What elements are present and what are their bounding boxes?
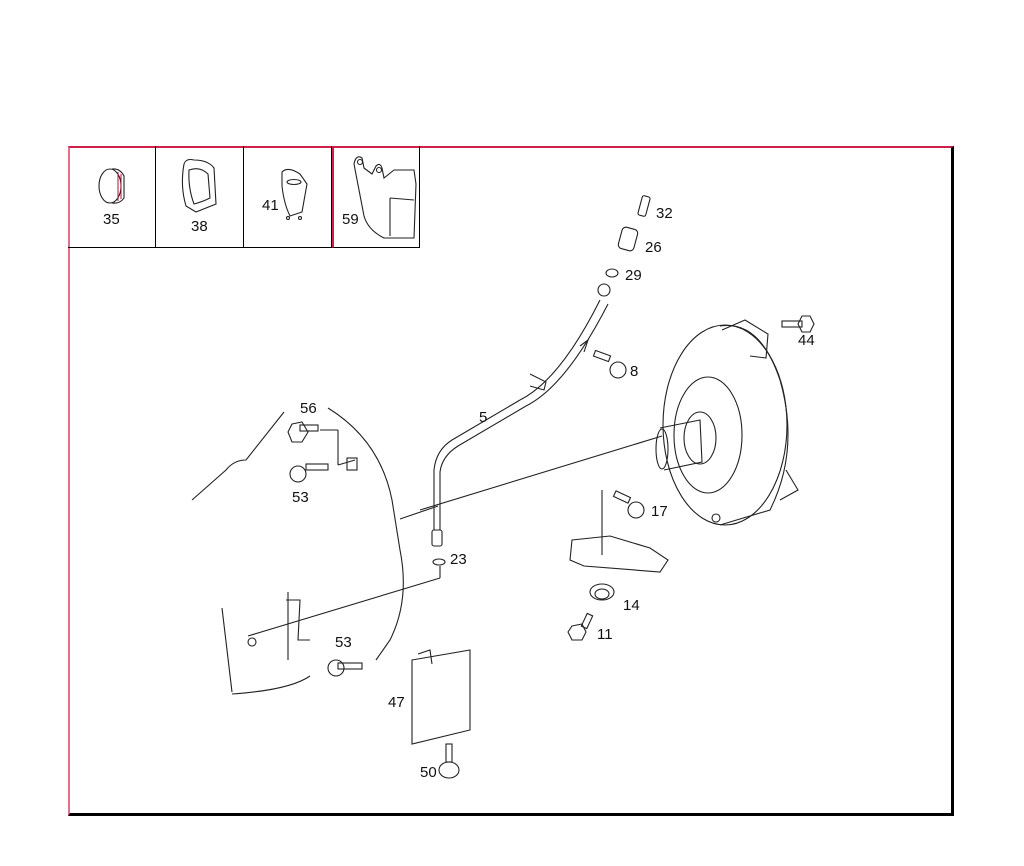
callout-23: 23 [450, 551, 467, 568]
callout-53-lower: 53 [335, 634, 352, 651]
callout-11: 11 [597, 626, 613, 643]
grommet-icon [181, 158, 217, 213]
callout-53: 53 [292, 489, 309, 506]
diagram-frame [68, 146, 954, 816]
callout-17: 17 [651, 503, 668, 520]
callout-47: 47 [388, 694, 405, 711]
callout-44: 44 [798, 332, 815, 349]
part-number-label: 59 [342, 211, 359, 228]
callout-32: 32 [656, 205, 673, 222]
callout-26: 26 [645, 239, 662, 256]
callout-14: 14 [623, 597, 640, 614]
thumbnail-strip: 35 38 41 59 [68, 146, 420, 248]
callout-56: 56 [300, 400, 317, 417]
part-number-label: 41 [262, 197, 279, 214]
small-parts [247, 195, 815, 779]
callout-29: 29 [625, 267, 642, 284]
transmission-housing [191, 407, 439, 695]
thumbnail-part-59[interactable]: 59 [332, 146, 420, 248]
cover-plate-icon [281, 168, 308, 221]
thumbnail-part-38[interactable]: 38 [156, 146, 244, 248]
cap-plug-icon [98, 168, 125, 204]
callout-50: 50 [420, 764, 437, 781]
thumbnail-part-35[interactable]: 35 [68, 146, 156, 248]
bracket-shield-icon [353, 156, 417, 239]
callout-5: 5 [479, 409, 488, 426]
part-number-label: 38 [191, 218, 208, 235]
torque-converter [655, 319, 799, 526]
callout-8: 8 [630, 363, 639, 380]
part-number-label: 35 [103, 211, 120, 228]
thumbnail-part-41[interactable]: 41 [244, 146, 332, 248]
dipstick-tube [431, 283, 611, 547]
